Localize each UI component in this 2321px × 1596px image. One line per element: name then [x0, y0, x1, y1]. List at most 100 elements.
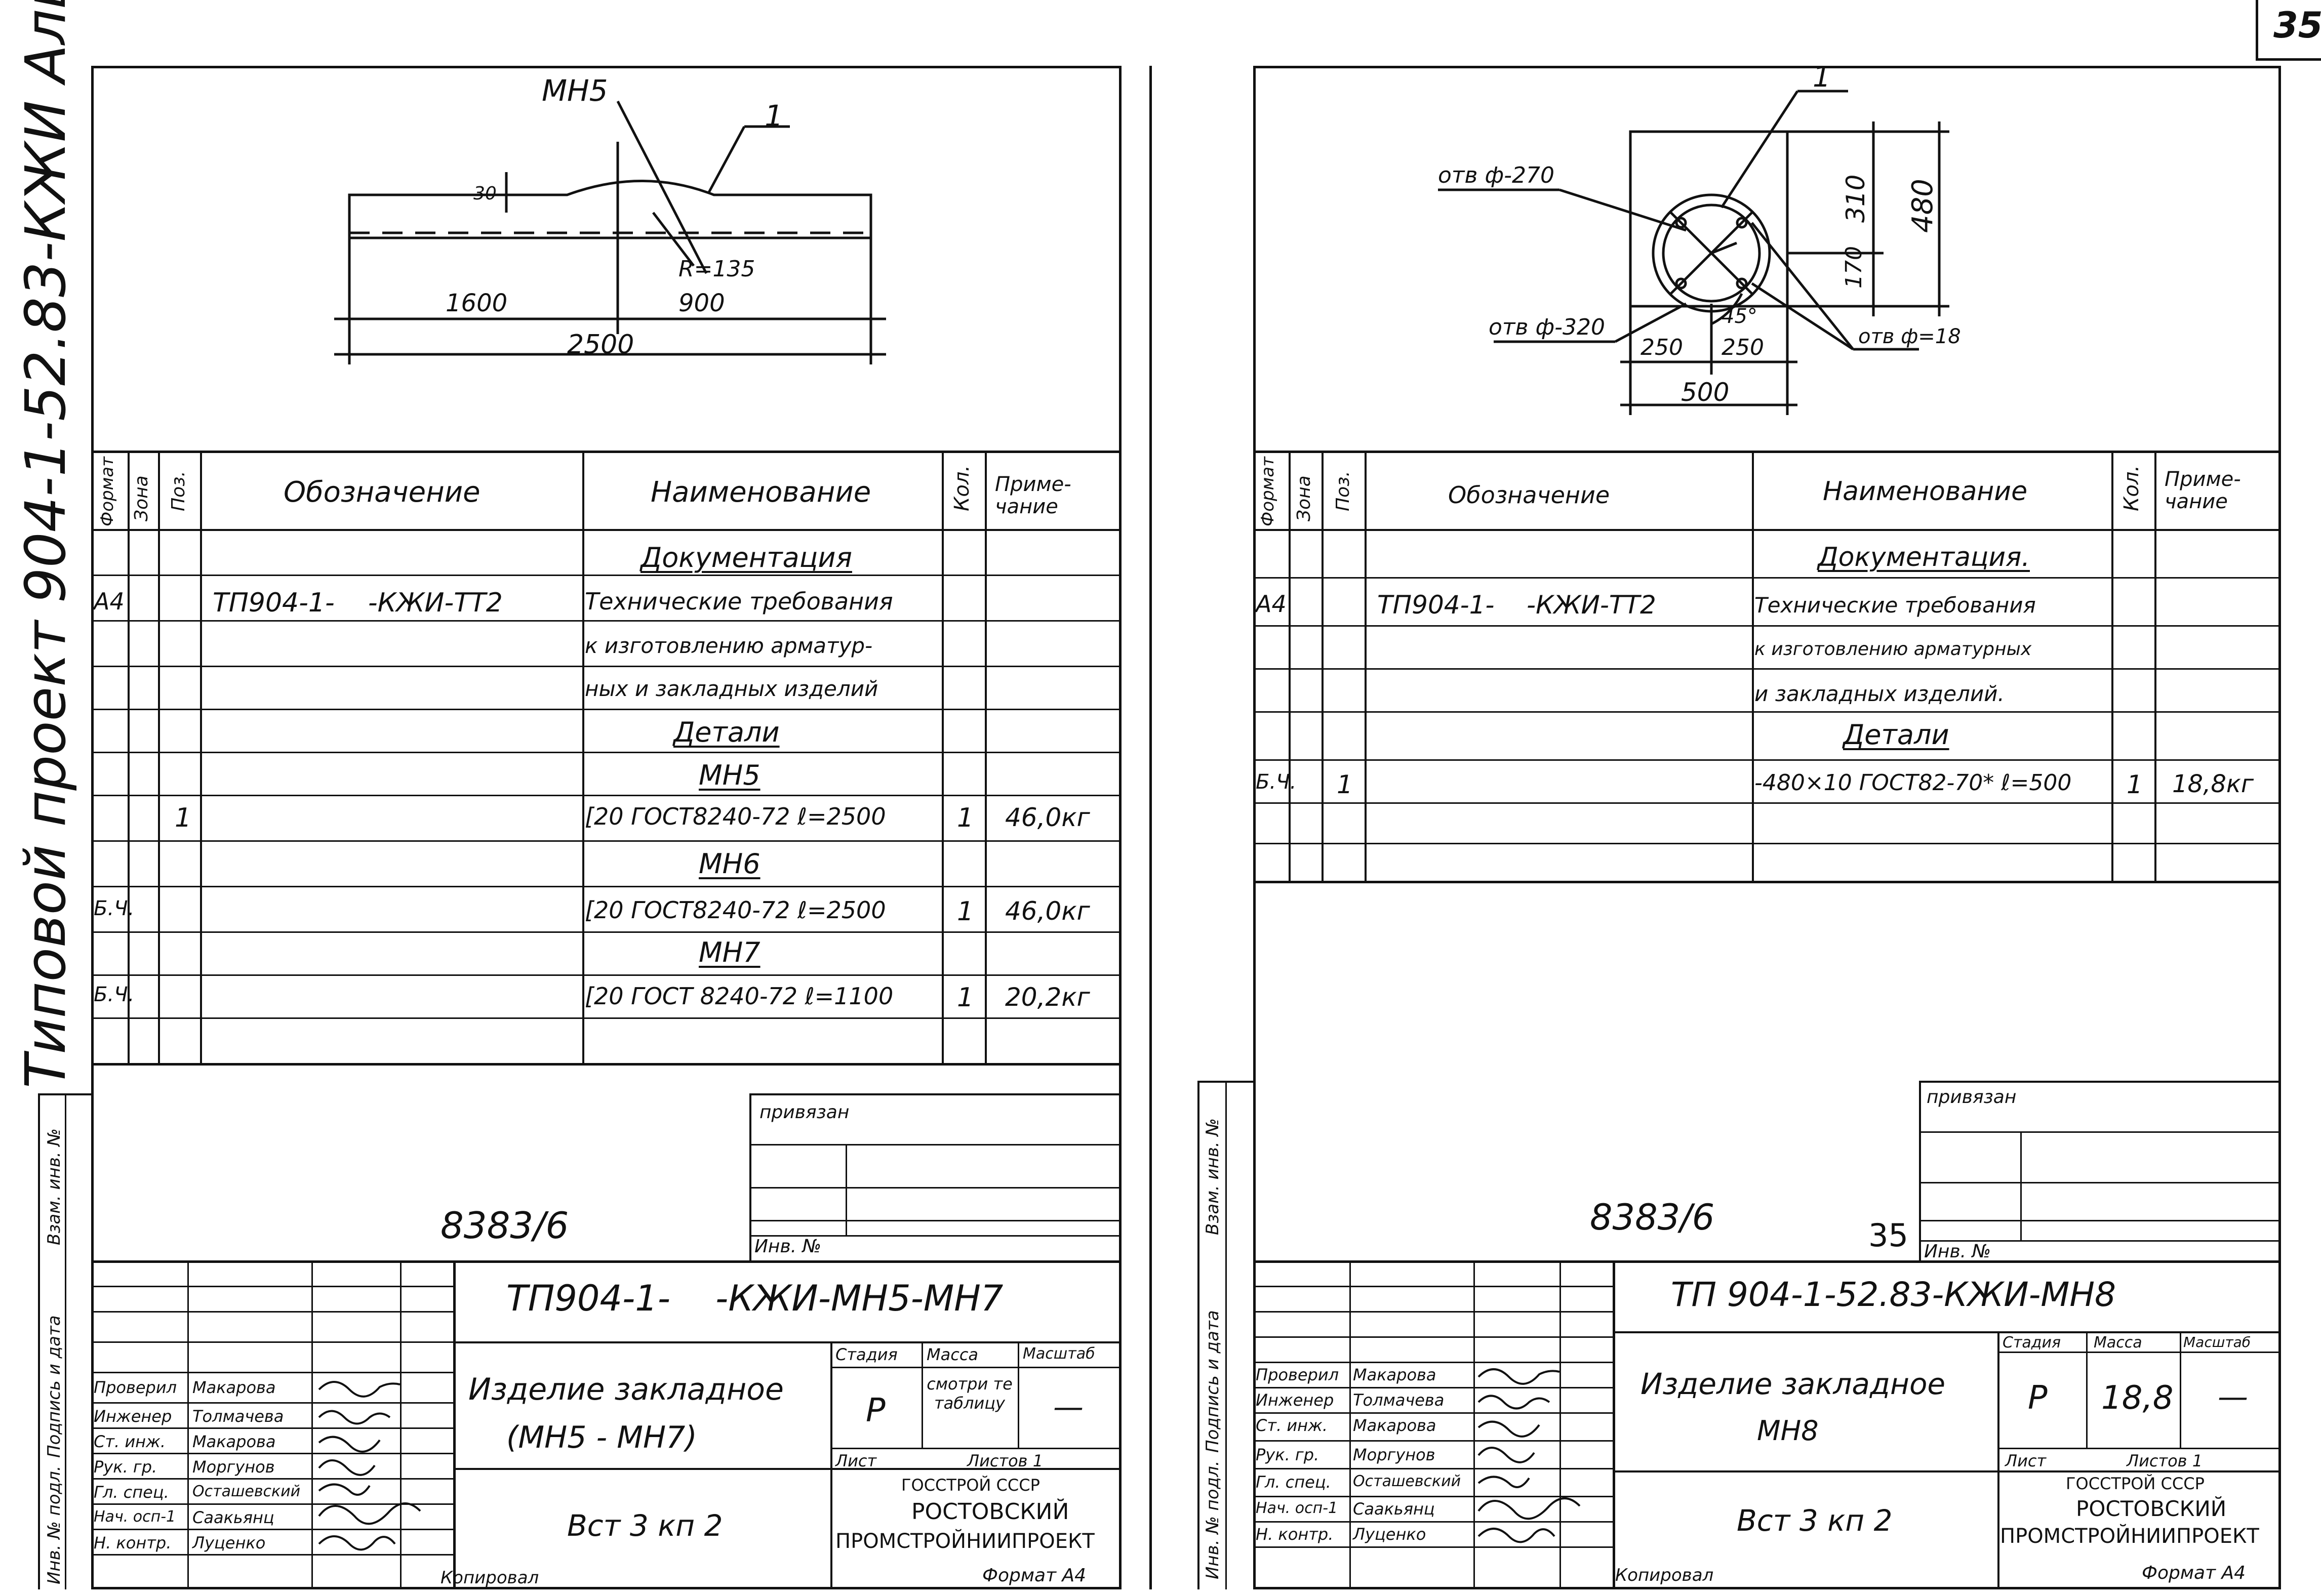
left-mass-label: Масса: [927, 1345, 979, 1364]
right-row-1-fmt: А4: [1256, 590, 1287, 618]
left-hdr-name: Наименование: [651, 476, 871, 509]
left-row-6-qty: 1: [957, 803, 974, 833]
right-hole-18: отв ф=18: [1858, 325, 1961, 348]
right-sheet-num: 35: [1868, 1217, 1908, 1254]
left-signer-role: Нач. осп-1: [94, 1508, 176, 1526]
page-number: 35: [2273, 5, 2321, 46]
left-mass: смотри те таблицу: [927, 1374, 1013, 1413]
left-row-1-des: ТП904-1- -КЖИ-ТТ2: [213, 588, 503, 618]
left-row-2-name: к изготовлению арматур-: [585, 633, 873, 658]
right-row-1-des: ТП904-1- -КЖИ-ТТ2: [1377, 590, 1656, 620]
left-dim-2500: 2500: [567, 330, 634, 360]
left-signer-name: Осташевский: [192, 1483, 301, 1500]
right-row-5-note: 18,8кг: [2172, 770, 2254, 798]
right-stamp-border-div: [1225, 1081, 1227, 1589]
right-drawing: [1438, 90, 1949, 415]
right-format: Формат А4: [2142, 1563, 2246, 1583]
right-material: Вст 3 кп 2: [1737, 1503, 1893, 1538]
right-row-0-name: Документация.: [1818, 542, 2030, 572]
right-signer-name: Макарова: [1353, 1416, 1436, 1435]
right-hole-270: отв ф-270: [1438, 162, 1554, 188]
left-row-9-name: МН7: [699, 936, 761, 968]
left-stamp-border-div: [65, 1093, 66, 1589]
left-dim-1600: 1600: [446, 289, 508, 317]
left-designation: ТП904-1- -КЖИ-МН5-МН7: [506, 1278, 1004, 1319]
left-org2: РОСТОВСКИЙ: [911, 1499, 1069, 1525]
right-row-5-pos: 1: [1337, 770, 1353, 799]
right-stamp-invno: Инв. № подл.: [1203, 1460, 1223, 1579]
left-title: Изделие закладное: [468, 1372, 784, 1407]
left-org1: ГОССТРОЙ СССР: [901, 1476, 1040, 1495]
left-scale-label: Масштаб: [1023, 1345, 1095, 1363]
left-row-10-fmt: Б.Ч.: [94, 983, 135, 1006]
left-row-4-name: Детали: [673, 716, 780, 748]
right-signer-role: Ст. инж.: [1256, 1416, 1328, 1435]
right-dim-250b: 250: [1722, 335, 1764, 360]
left-signer-role: Гл. спец.: [94, 1483, 169, 1502]
left-signer-role: Рук. гр.: [94, 1457, 157, 1477]
right-sheets-label: Листов 1: [2127, 1451, 2203, 1470]
right-signer-name: Моргунов: [1353, 1445, 1435, 1464]
left-scale: —: [1053, 1389, 1084, 1425]
right-title: Изделие закладное: [1640, 1367, 1946, 1401]
left-dim-r135: R=135: [678, 256, 755, 282]
right-signer-name: Макарова: [1353, 1365, 1436, 1384]
right-dim-250a: 250: [1640, 335, 1683, 360]
right-signer-role: Гл. спец.: [1256, 1472, 1331, 1492]
left-signatures: [318, 1381, 421, 1551]
right-hdr-qty: Кол.: [2120, 465, 2143, 511]
left-drawing: [334, 100, 886, 364]
left-signer-role: Проверил: [94, 1378, 177, 1397]
right-sheet-frame: [1253, 66, 2281, 1589]
left-privyazan-label: привязан: [759, 1102, 850, 1123]
right-signer-role: Проверил: [1256, 1365, 1339, 1384]
left-org3: ПРОМСТРОЙНИИПРОЕКТ: [835, 1530, 1095, 1553]
right-signer-name: Луценко: [1353, 1525, 1426, 1544]
right-mass-label: Масса: [2094, 1334, 2142, 1352]
right-row-2-name: к изготовлению арматурных: [1754, 639, 2032, 660]
left-row-10-name: [20 ГОСТ 8240-72 ℓ=1100: [585, 983, 894, 1010]
right-hole-320: отв ф-320: [1489, 314, 1605, 340]
left-row-0-name: Документация: [641, 542, 852, 574]
left-row-1-name: Технические требования: [585, 588, 893, 615]
left-row-8-fmt: Б.Ч.: [94, 897, 135, 920]
left-sheet-frame: [91, 66, 1122, 1589]
right-stamp-border-left: [1197, 1081, 1199, 1589]
left-dim-30: 30: [473, 183, 497, 204]
left-hdr-designation: Обозначение: [284, 476, 481, 509]
left-row-8-note: 46,0кг: [1005, 896, 1090, 926]
left-row-5-name: МН5: [699, 759, 761, 791]
left-drawing-pos: 1: [765, 99, 783, 133]
left-sheet-label: Лист: [835, 1451, 877, 1470]
left-row-7-name: МН6: [699, 848, 761, 880]
left-hdr-note: Приме-чание: [995, 473, 1071, 518]
left-row-1-fmt: А4: [94, 588, 125, 615]
left-material: Вст 3 кп 2: [567, 1508, 723, 1543]
left-row-8-name: [20 ГОСТ8240-72 ℓ=2500: [585, 896, 886, 924]
right-scale-label: Масштаб: [2183, 1334, 2251, 1351]
right-signer-name: Осташевский: [1353, 1472, 1461, 1490]
left-stage-label: Стадия: [835, 1345, 898, 1364]
right-drawing-pos: 1: [1813, 61, 1831, 94]
right-row-3-name: и закладных изделий.: [1754, 681, 2005, 706]
right-dim-480: 480: [1906, 179, 1939, 233]
left-row-6-name: [20 ГОСТ8240-72 ℓ=2500: [585, 803, 886, 830]
page-number-frame: [2256, 0, 2258, 61]
right-dim-170: 170: [1841, 246, 1867, 289]
right-stamp-vzam: Взам. инв. №: [1203, 1118, 1223, 1235]
left-stamp-border: [38, 1093, 91, 1095]
left-signer-name: Моргунов: [192, 1457, 275, 1477]
right-hdr-note: Приме-чание: [2165, 468, 2241, 513]
left-copied: Копировал: [441, 1568, 539, 1588]
right-scale: —: [2218, 1379, 2248, 1415]
center-divider: [1149, 66, 1152, 1589]
left-signer-role: Инженер: [94, 1407, 172, 1426]
right-sheet-label: Лист: [2005, 1451, 2047, 1470]
left-signer-name: Луценко: [192, 1533, 266, 1552]
right-row-5-qty: 1: [2127, 770, 2143, 799]
right-signer-role: Рук. гр.: [1256, 1445, 1319, 1464]
left-signer-name: Толмачева: [192, 1407, 284, 1426]
left-signer-name: Макарова: [192, 1432, 276, 1451]
left-sheets-label: Листов 1: [967, 1451, 1044, 1470]
right-copied: Копировал: [1615, 1565, 1714, 1585]
